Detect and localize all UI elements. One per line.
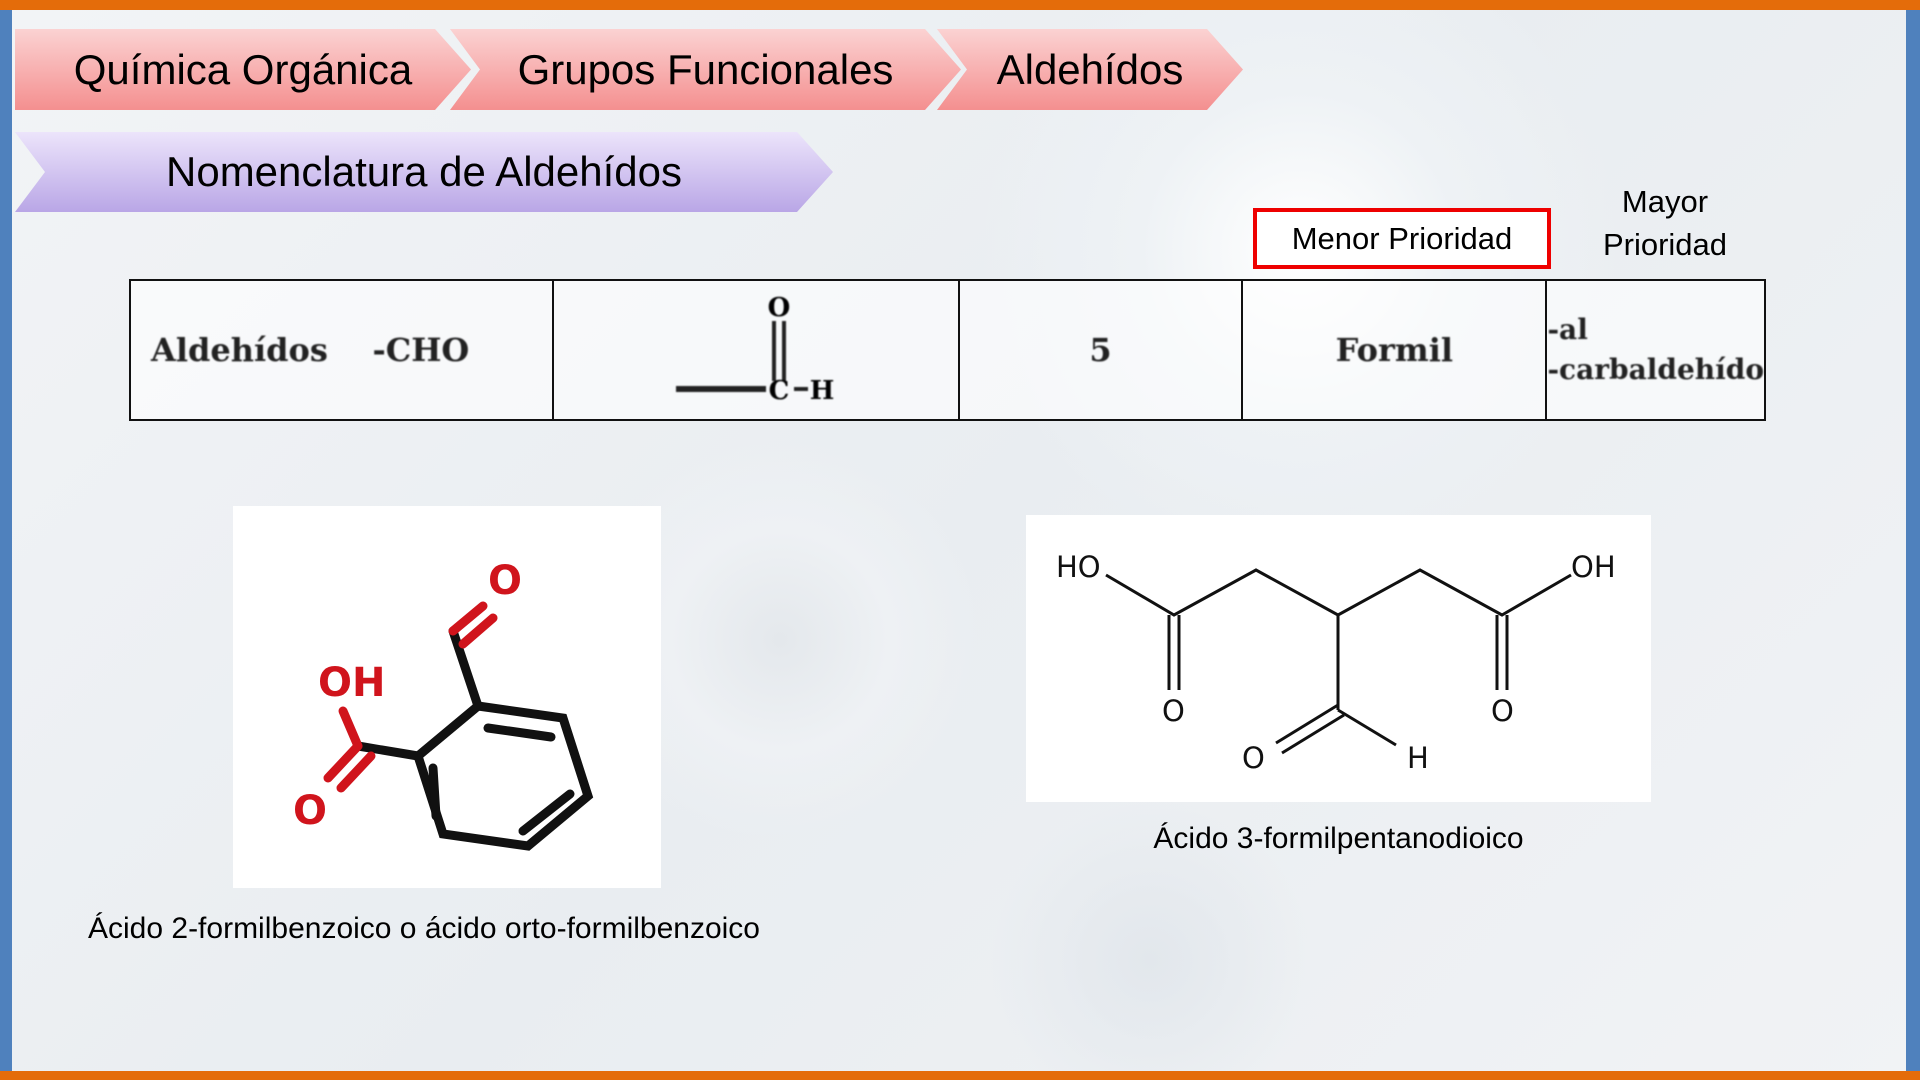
- suffix-al: -al: [1547, 313, 1588, 346]
- functional-group-table: Aldehídos -CHO O C H 5 Formil -al -carbal…: [129, 279, 1766, 421]
- top-accent-bar: [0, 0, 1920, 10]
- breadcrumb-grupos-funcionales[interactable]: Grupos Funcionales: [450, 29, 961, 110]
- breadcrumb-label: Química Orgánica: [73, 45, 413, 93]
- structure-3-formylpentanedioic-acid: HO OH O O O H: [1056, 550, 1616, 775]
- right-border: [1906, 10, 1920, 1071]
- molecule-2-formylbenzoic-acid: O OH O: [233, 506, 661, 888]
- molecule-3-formylpentanedioic-acid: HO OH O O O H: [1026, 515, 1651, 802]
- breadcrumb-quimica-organica[interactable]: Química Orgánica: [15, 29, 471, 110]
- structure-cell: O C H: [551, 279, 960, 421]
- breadcrumb-label: Grupos Funcionales: [517, 45, 894, 93]
- table-row: Aldehídos -CHO O C H 5 Formil -al -carbal…: [129, 279, 1766, 421]
- atom-ho: HO: [1056, 550, 1101, 584]
- atom-c: C: [769, 376, 790, 406]
- lower-priority-box: Menor Prioridad: [1253, 208, 1551, 269]
- priority-cell: 5: [957, 279, 1244, 421]
- higher-priority-label: Mayor Prioridad: [1602, 184, 1728, 262]
- group-formula: -CHO: [372, 331, 470, 369]
- group-name-cell: Aldehídos -CHO: [129, 279, 554, 421]
- suffix-cell: -al -carbaldehído: [1545, 279, 1766, 421]
- structure-2-formylbenzoic-acid: O OH O: [293, 558, 594, 851]
- group-name: Aldehídos: [151, 331, 328, 369]
- left-border: [0, 10, 12, 1071]
- caption-molecule-2: Ácido 3-formilpentanodioico: [1153, 822, 1524, 855]
- atom-oh: OH: [318, 660, 385, 706]
- atom-o-right: O: [1491, 694, 1514, 728]
- atom-h: H: [810, 376, 835, 406]
- lower-priority-label: Menor Prioridad: [1291, 220, 1513, 256]
- section-title-text: Nomenclatura de Aldehídos: [166, 148, 682, 195]
- caption-molecule-1: Ácido 2-formilbenzoico o ácido orto-form…: [88, 912, 760, 945]
- atom-h: H: [1407, 741, 1429, 775]
- atom-o-carboxyl: O: [293, 788, 327, 834]
- suffix-carbaldehido: -carbaldehído: [1547, 353, 1764, 386]
- breadcrumb-label: Aldehídos: [996, 45, 1184, 93]
- atom-o-left: O: [1162, 694, 1185, 728]
- atom-oh: OH: [1571, 550, 1616, 584]
- atom-o: O: [768, 293, 791, 323]
- atom-o-formyl: O: [1242, 741, 1265, 775]
- atom-o-aldehyde: O: [488, 558, 522, 604]
- bottom-accent-bar: [0, 1071, 1920, 1080]
- prefix-cell: Formil: [1241, 279, 1548, 421]
- aldehyde-structure: O C H: [675, 293, 835, 406]
- section-title: Nomenclatura de Aldehídos: [15, 132, 833, 212]
- breadcrumb-aldehidos[interactable]: Aldehídos: [937, 29, 1243, 110]
